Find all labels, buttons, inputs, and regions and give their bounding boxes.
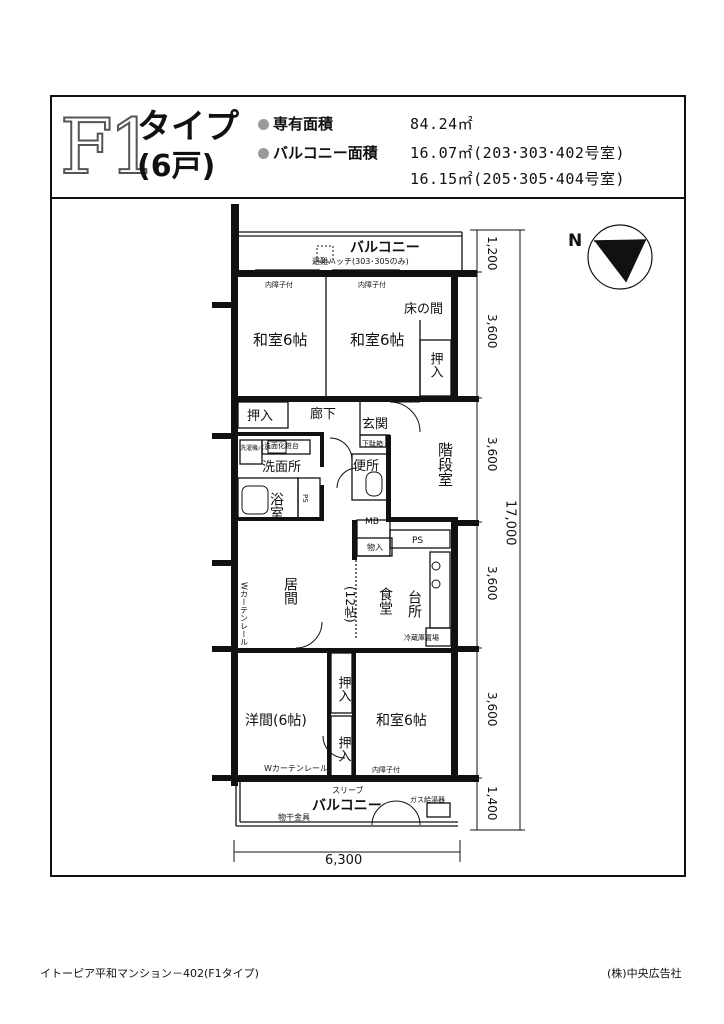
benjo-label: 便所 (353, 459, 379, 474)
washitsu-left-label: 和室6帖 (253, 331, 308, 349)
oshiire-label: 押入 (247, 409, 273, 424)
monoire-label: 物入 (367, 542, 383, 552)
type-code: F1 (59, 101, 158, 192)
spec-value: 16.15㎡(205･305･404号室) (410, 170, 625, 188)
dimension-label: 1,400 (485, 786, 499, 820)
footer-agency: (株)中央広告社 (607, 967, 682, 980)
fridge-label: 冷蔵庫置場 (404, 633, 439, 642)
daidokoro-label: 台所 (406, 590, 422, 618)
window-tracks (252, 269, 430, 779)
oshiire-label: 押入 (428, 352, 444, 378)
dimension-lines (233, 229, 525, 862)
spec-value: 84.24㎡ (410, 115, 474, 133)
door-swings (295, 401, 421, 826)
dimension-label: 3,600 (485, 692, 499, 726)
geta-label: 下駄箱 (362, 439, 383, 448)
dimension-label: 3,600 (485, 566, 499, 600)
dimension-label: 3,600 (485, 314, 499, 348)
dimension-label: 3,600 (485, 437, 499, 471)
genkan-label: 玄関 (362, 417, 388, 432)
yokushitsu-label: 浴室 (268, 492, 284, 520)
ps-label: PS (412, 536, 423, 546)
compass-label: N (568, 231, 582, 251)
shokudo-label: 食堂 (377, 586, 393, 615)
senmenjo-label: 洗面所 (262, 460, 301, 475)
yoma-label: 洋間(6帖) (245, 713, 307, 729)
area-label: (12帖) (343, 586, 357, 623)
handrail-label: 内障子付 (372, 765, 400, 774)
curtain-rail-label: Wカーテンレール (264, 764, 328, 773)
washer-label: 洗濯機パン (240, 444, 270, 452)
drying-hardware-label: 物干金具 (278, 812, 310, 822)
ps-label: PS (301, 494, 309, 503)
kyoma-label: 居間 (282, 577, 298, 606)
curtain-rail-label: Wカーテンレール (240, 582, 249, 646)
washitsu-bottom-label: 和室6帖 (376, 712, 427, 729)
fixtures (241, 245, 441, 589)
kaidan-label: 階段室 (436, 442, 454, 487)
type-word: タイプ (137, 107, 239, 147)
dimension-width-label: 6,300 (325, 853, 362, 868)
spec-label: バルコニー面積 (273, 144, 378, 162)
sleeve-label: スリーブ (332, 785, 364, 795)
bullet-icon (258, 119, 269, 130)
washitsu-right-label: 和室6帖 (350, 331, 405, 349)
balcony-bottom-label: バルコニー (312, 798, 382, 814)
tokonoma-label: 床の間 (404, 302, 443, 317)
handrail-label: 内障子付 (265, 280, 293, 289)
rouka-label: 廊下 (310, 406, 336, 422)
vanity-label: 洗面化粧台 (264, 441, 299, 450)
plan-frame (50, 95, 686, 877)
bullet-icon (258, 148, 269, 159)
inner-lines (232, 231, 463, 827)
spec-value: 16.07㎡(203･303･402号室) (410, 144, 625, 162)
mb-label: MB (365, 517, 379, 527)
unit-count: (6戸) (137, 149, 216, 184)
oshiire-label: 押入 (336, 676, 352, 702)
spec-label: 専有面積 (273, 115, 334, 133)
walls (212, 204, 479, 786)
dimension-label: 1,200 (485, 236, 499, 270)
dimension-total-label: 17,000 (503, 500, 518, 546)
hatch-label: 避難ハッチ(303･305のみ) (312, 256, 409, 266)
header-divider (50, 197, 686, 199)
compass-icon (587, 224, 653, 290)
oshiire-label: 押入 (336, 736, 352, 762)
gas-heater-label: ガス給湯器 (410, 795, 445, 804)
handrail-label: 内障子付 (358, 280, 386, 289)
footer-property-name: イトーピア平和マンション－402(F1タイプ) (40, 967, 259, 980)
balcony-top-label: バルコニー (350, 240, 420, 256)
